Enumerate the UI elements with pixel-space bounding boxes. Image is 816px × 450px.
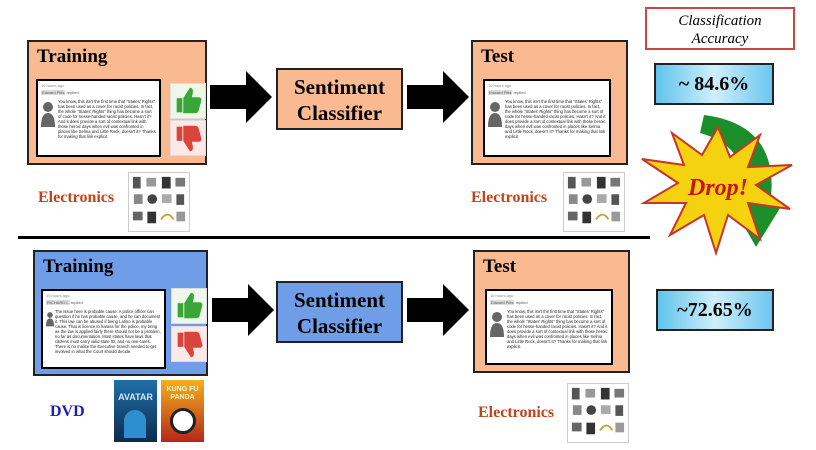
avatar-icon <box>490 312 504 337</box>
top-test-domain: Electronics <box>471 189 548 206</box>
top-accuracy-box: ~ 84.6% <box>654 63 774 105</box>
top-test-panel: Test 10 hours ago Edward Pitts replied Y… <box>471 40 628 165</box>
electronics-products-icon <box>563 172 625 232</box>
bottom-test-title: Test <box>483 256 517 277</box>
classifier-line1: Sentiment <box>294 75 385 99</box>
avatar-icon <box>41 102 55 127</box>
electronics-products-icon <box>567 383 629 443</box>
review-meta: 10 hours ago <box>488 83 512 88</box>
top-training-title: Training <box>37 46 108 67</box>
review-text: You know, this isn't the first time that… <box>58 99 156 139</box>
thumbs-up-icon <box>170 83 206 119</box>
bottom-accuracy-box: ~72.65% <box>656 289 774 331</box>
drop-label: Drop! <box>687 175 748 201</box>
bottom-training-panel: Training 10 hours ago RICHARD L replied … <box>33 250 208 376</box>
review-text: You know, this isn't the first time that… <box>507 309 608 349</box>
review-user: RICHARD L replied <box>46 300 83 305</box>
drop-arrow-icon <box>700 115 782 247</box>
accuracy-header-box: Classification Accuracy <box>645 7 795 50</box>
bottom-arrow-1 <box>212 284 274 336</box>
thumbs-down-icon <box>171 326 207 362</box>
avatar-icon <box>46 312 54 327</box>
top-test-title: Test <box>481 46 515 67</box>
bottom-classifier-box: Sentiment Classifier <box>276 281 403 343</box>
dvd-cover-title: AVATAR <box>118 392 153 402</box>
review-user: Edward Pitts replied <box>488 90 526 95</box>
dvd-cover-kung-fu-panda: KUNG FU PANDA <box>161 380 204 442</box>
review-text: You know, this isn't the first time that… <box>505 99 606 139</box>
review-text: The issue here is probable cause. A poli… <box>55 309 161 354</box>
thumbs-up-icon <box>171 288 207 324</box>
review-meta: 10 hours ago <box>41 83 65 88</box>
top-classifier-box: Sentiment Classifier <box>276 68 403 130</box>
review-meta: 10 hours ago <box>46 293 70 298</box>
top-arrow-1 <box>210 71 272 123</box>
electronics-products-icon <box>128 172 190 232</box>
row-divider <box>18 236 650 239</box>
classifier-line2: Classifier <box>296 101 383 125</box>
review-user: Edward Pitts replied <box>41 90 79 95</box>
bottom-test-panel: Test 10 hours ago Edward Pitts replied Y… <box>473 250 630 373</box>
top-arrow-2 <box>407 71 469 123</box>
top-training-domain: Electronics <box>38 189 115 206</box>
bottom-test-domain: Electronics <box>478 404 555 421</box>
accuracy-header-text: Classification Accuracy <box>678 13 762 47</box>
classifier-line1: Sentiment <box>294 288 385 312</box>
dvd-cover-avatar: AVATAR <box>114 380 157 442</box>
thumbs-down-icon <box>170 120 206 156</box>
avatar-icon <box>488 102 502 127</box>
review-meta: 10 hours ago <box>490 293 514 298</box>
bottom-test-review: 10 hours ago Edward Pitts replied You kn… <box>485 289 613 365</box>
classifier-line2: Classifier <box>296 314 383 338</box>
bottom-training-review: 10 hours ago RICHARD L replied The issue… <box>41 289 166 369</box>
top-training-review: 10 hours ago Edward Pitts replied You kn… <box>36 79 161 157</box>
dvd-cover-title: KUNG FU PANDA <box>166 386 199 401</box>
review-user: Edward Pitts replied <box>490 300 528 305</box>
bottom-training-title: Training <box>43 256 114 277</box>
bottom-training-domain: DVD <box>50 403 85 420</box>
drop-starburst: Drop! <box>640 115 793 257</box>
top-test-review: 10 hours ago Edward Pitts replied You kn… <box>483 79 611 157</box>
top-training-panel: Training 10 hours ago Edward Pitts repli… <box>27 40 207 165</box>
bottom-arrow-2 <box>407 284 469 336</box>
